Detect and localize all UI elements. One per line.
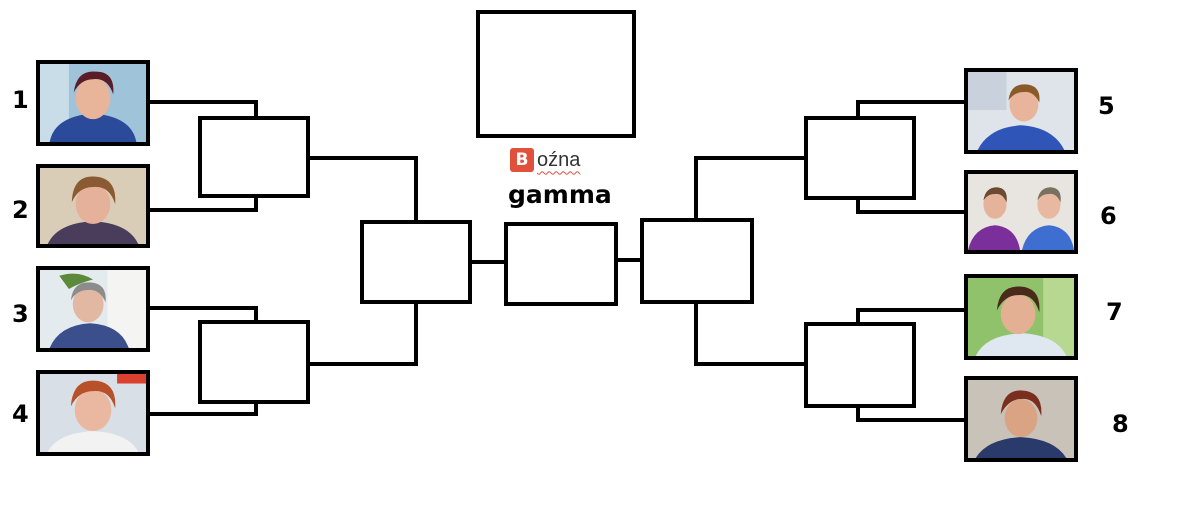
bracket-line [856,100,968,104]
bracket-line [254,306,258,324]
seed-number-7: 7 [1106,298,1123,326]
contestant-photo-6 [964,170,1078,254]
bracket-line [146,100,258,104]
right-final-box [640,218,754,304]
bracket-line [146,412,258,416]
logo-text: oźna [537,148,581,171]
bracket-line [856,100,860,120]
subtitle: gamma [508,180,612,209]
bracket-line [856,308,860,326]
bracket-line [468,260,508,264]
bracket-line [414,300,418,366]
logo: B oźna [510,148,580,172]
bracket-line [856,404,860,422]
bracket-line [146,306,258,310]
bracket-line [254,100,258,120]
left-semifinal-box-2 [198,320,310,404]
contestant-photo-8 [964,376,1078,462]
contestant-photo-1 [36,60,150,146]
bracket-line [254,402,258,416]
seed-number-3: 3 [12,300,29,328]
right-semifinal-box-1 [804,116,916,200]
left-final-box [360,220,472,304]
seed-number-2: 2 [12,196,29,224]
left-semifinal-box-1 [198,116,310,198]
bracket-line [856,418,968,422]
bracket-line [694,156,806,160]
bracket-line [694,156,698,222]
bracket-line [306,156,418,160]
bracket-line [306,362,418,366]
contestant-photo-5 [964,68,1078,154]
final-box [504,222,618,306]
contestant-photo-4 [36,370,150,456]
champion-box [476,10,636,138]
contestant-photo-3 [36,266,150,352]
bracket-line [614,258,644,262]
seed-number-6: 6 [1100,202,1117,230]
bracket-line [254,194,258,212]
logo-badge-icon: B [510,148,534,172]
bracket-line [856,210,968,214]
contestant-photo-7 [964,274,1078,360]
right-semifinal-box-2 [804,322,916,408]
bracket-line [856,308,968,312]
seed-number-1: 1 [12,86,29,114]
bracket-line [694,362,806,366]
seed-number-5: 5 [1098,92,1115,120]
bracket-line [146,208,258,212]
seed-number-4: 4 [12,400,29,428]
seed-number-8: 8 [1112,410,1129,438]
contestant-photo-2 [36,164,150,248]
bracket-line [856,196,860,214]
bracket-line [694,300,698,366]
bracket-line [414,156,418,224]
